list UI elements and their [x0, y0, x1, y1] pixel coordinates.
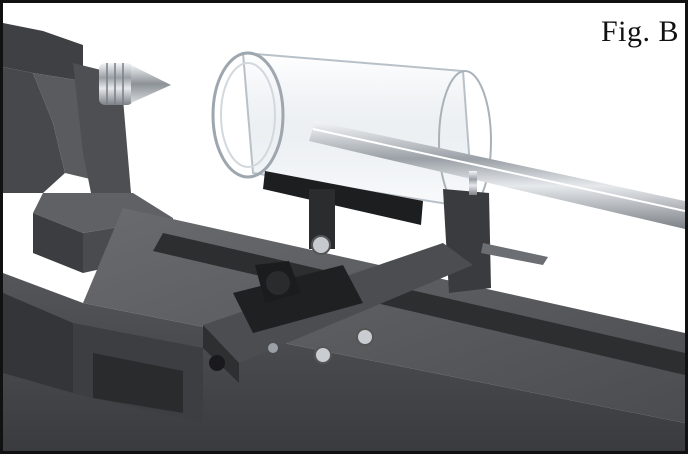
tool-rest-icon [263, 171, 423, 255]
locking-knob-icon [209, 261, 301, 371]
figure-label: Fig. B [600, 15, 679, 48]
set-screw-icon [268, 328, 374, 364]
chrome-rod-icon [309, 121, 685, 229]
lathe-illustration [3, 23, 685, 451]
live-center-icon [99, 63, 171, 105]
banjo-icon [203, 171, 548, 383]
